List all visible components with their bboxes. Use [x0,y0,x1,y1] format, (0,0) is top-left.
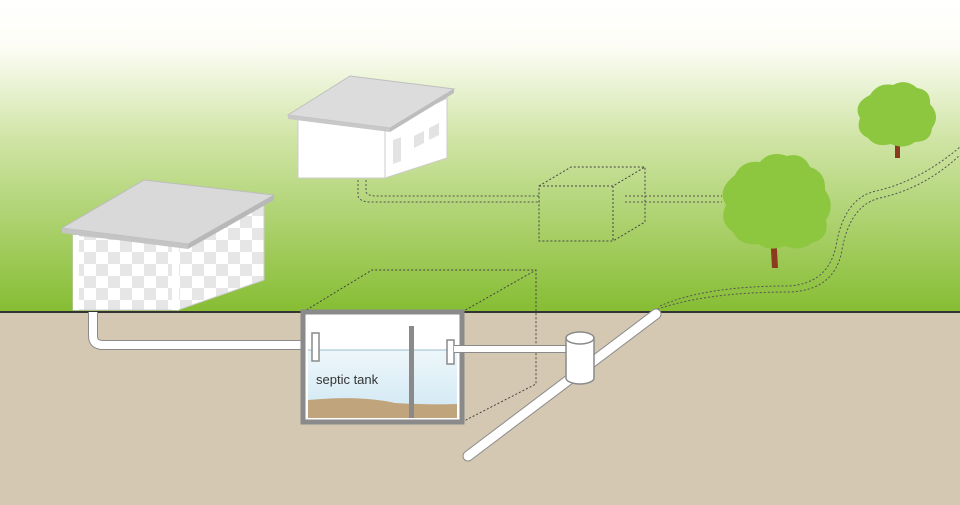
far-outlet-pipe [625,195,722,203]
septic-tank-label: septic tank [316,372,379,387]
tank-top-outline [302,269,537,423]
inlet-tee [311,332,320,362]
tree-far [857,82,937,158]
tank-baffle [409,326,414,418]
inlet-pipe [89,312,312,349]
near-house [60,179,276,311]
drain-pipe [463,309,661,461]
septic-tank: septic tank [300,309,465,425]
tree-near [722,154,831,268]
outlet-tee [446,339,455,365]
far-pipe-outline [357,180,540,203]
far-pipe-outline-inner [365,180,540,197]
far-tank-outline [538,166,646,242]
distribution-box [565,331,595,385]
tank-walls [300,309,465,425]
far-house [286,75,456,179]
tank-sludge [308,398,457,418]
